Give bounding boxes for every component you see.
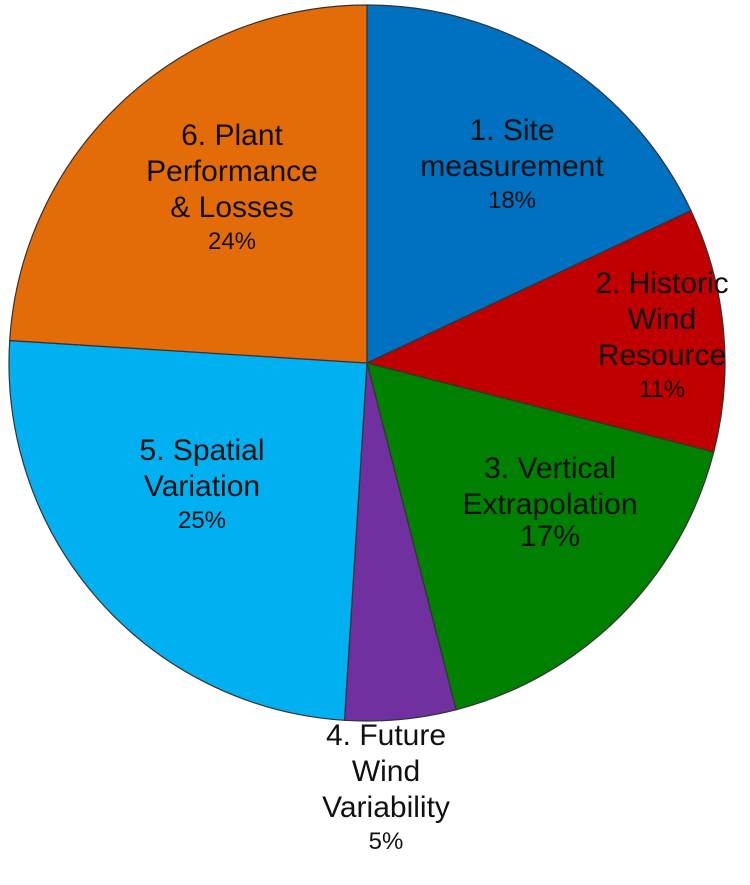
pie-slice-5	[8, 339, 368, 721]
slice-label-line: Wind	[628, 303, 696, 336]
slice-percent: 24%	[208, 228, 256, 255]
pie-slice-2	[365, 209, 726, 453]
slice-label-line: Resource	[598, 339, 726, 372]
slice-label-line: measurement	[420, 150, 604, 183]
slice-label-line: 3. Vertical	[484, 452, 616, 485]
slice-percent: 11%	[639, 376, 685, 403]
slice-label-line: Variability	[322, 791, 450, 824]
slice-label-line: 5. Spatial	[139, 434, 264, 467]
slice-percent: 18%	[488, 187, 536, 214]
slice-label-line: Performance	[146, 155, 318, 188]
slice-label-line: & Losses	[170, 191, 293, 224]
pie-slice-6	[9, 4, 368, 364]
slice-label-line: 4. Future	[326, 719, 446, 752]
slice-label-line: Wind	[352, 755, 420, 788]
slice-label-line: Variation	[144, 470, 260, 503]
slice-label-line: 2. Historic	[595, 267, 728, 300]
pie-slice-1	[366, 4, 692, 364]
pie-slice-3	[366, 362, 715, 711]
slice-label-line: 6. Plant	[181, 119, 283, 152]
slice-percent: 17%	[520, 520, 580, 553]
slice-label-line: 1. Site	[469, 114, 554, 147]
slice-label-line: Extrapolation	[462, 488, 637, 521]
slice-percent: 5%	[369, 828, 404, 855]
slice-percent: 25%	[178, 507, 226, 534]
pie-slices	[8, 4, 726, 722]
